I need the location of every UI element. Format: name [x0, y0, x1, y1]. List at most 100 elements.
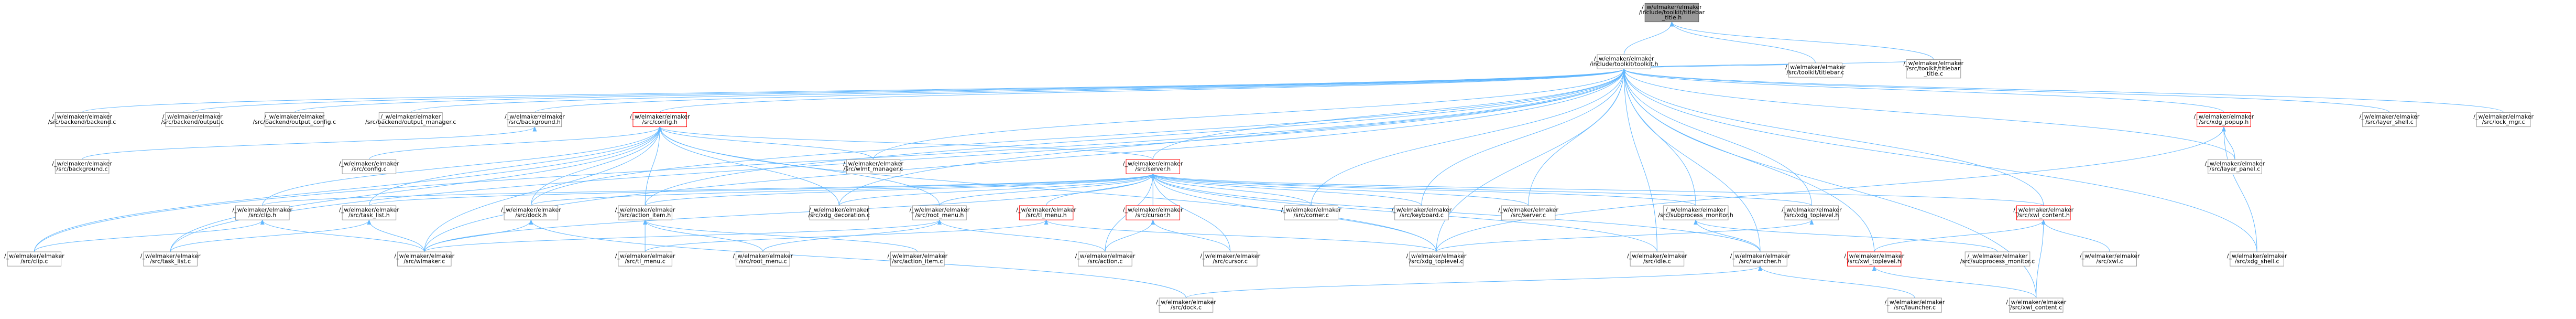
- edge-dock_c-to-launcher_h: [1185, 265, 1762, 299]
- node-label-line: /_w/elmaker/elmaker: [1594, 56, 1654, 62]
- edge-wlmaker_c-to-dock_h: [424, 219, 533, 252]
- graph-node-cursor-c[interactable]: /_w/elmaker/elmaker/src/cursor.c: [1200, 251, 1261, 267]
- graph-node-output-c[interactable]: /_w/elmaker/elmaker/src/backend/output.c: [161, 112, 224, 127]
- node-box: [1284, 205, 1339, 220]
- graph-node-xwl-content-c[interactable]: /_w/elmaker/elmaker/src/xwl_content.c: [2006, 297, 2067, 313]
- edge-action_item_h-to-config_h: [645, 126, 662, 206]
- graph-node-focus[interactable]: /_w/elmaker/elmaker/include/toolkit/titl…: [1639, 3, 1705, 23]
- graph-node-clip-h[interactable]: /_w/elmaker/elmaker/src/clip.h: [232, 205, 293, 220]
- edge-dock_h-to-server_h: [530, 173, 1155, 206]
- graph-node-dock-c[interactable]: /_w/elmaker/elmaker/src/dock.c: [1156, 297, 1216, 313]
- node-box: [1597, 54, 1651, 69]
- graph-node-wlr-manager-c[interactable]: /_w/elmaker/elmaker/src/wlmt_manager.c: [843, 159, 903, 174]
- graph-node-dock-h[interactable]: /_w/elmaker/elmaker/src/dock.h: [501, 205, 561, 220]
- graph-node-tk-titlebar-c[interactable]: /_w/elmaker/elmaker/src/toolkit/titlebar…: [1785, 62, 1846, 78]
- nodes-layer: /_w/elmaker/elmaker/include/toolkit/titl…: [4, 3, 2534, 313]
- edge-root_menu_h-to-server_h: [939, 173, 1155, 206]
- node-box: [1784, 205, 1839, 220]
- graph-node-toolkit-h[interactable]: /_w/elmaker/elmaker/include/toolkit/tool…: [1590, 54, 1658, 69]
- graph-node-keyboard-c[interactable]: /_w/elmaker/elmaker/src/keyboard.c: [1392, 205, 1452, 220]
- node-box: [1663, 205, 1729, 220]
- edge-wlmaker_c-to-clip_h: [260, 219, 425, 252]
- node-box: [342, 205, 397, 220]
- edge-wlmaker_c-to-toolkit_h: [424, 68, 1627, 252]
- node-box: [265, 112, 324, 127]
- edge-launcher_h-to-subprocess_monitor_h: [1694, 219, 1761, 252]
- graph-node-root-menu-c[interactable]: /_w/elmaker/elmaker/src/root_menu.c: [733, 251, 793, 267]
- node-label-line: /src/backend/output_manager.c: [365, 119, 456, 125]
- node-box: [1733, 251, 1787, 267]
- graph-node-corner-c[interactable]: /_w/elmaker/elmaker/src/corner.c: [1281, 205, 1341, 220]
- graph-node-idle-c[interactable]: /_w/elmaker/elmaker/src/idle.c: [1627, 251, 1687, 267]
- graph-node-subprocess-monitor-c[interactable]: /_w/elmaker/elmaker/src/subprocess_monit…: [1960, 251, 2035, 267]
- edge-server_c-to-toolkit_h: [1528, 68, 1627, 206]
- node-box: [2082, 251, 2137, 267]
- node-label-line: _title.c: [1924, 70, 1944, 77]
- graph-node-background-h[interactable]: /_w/elmaker/elmaker/src/background.h: [505, 112, 565, 127]
- node-label-line: /src/corner.c: [1294, 212, 1329, 219]
- graph-node-cursor-h[interactable]: /_w/elmaker/elmaker/src/cursor.h: [1123, 205, 1183, 220]
- graph-node-xwl-toplevel-h[interactable]: /_w/elmaker/elmaker/src/xwl_toplevel.h: [1844, 251, 1905, 267]
- edge-background_c-to-background_h: [82, 126, 537, 160]
- graph-node-backend-h[interactable]: /_w/elmaker/elmaker/src/backend/backend.…: [48, 112, 116, 127]
- graph-node-background-c[interactable]: /_w/elmaker/elmaker/src/background.c: [52, 159, 112, 174]
- edge-config_h-to-toolkit_h: [659, 68, 1626, 113]
- node-label-line: /_w/elmaker/elmaker: [162, 113, 223, 120]
- node-box: [397, 251, 452, 267]
- node-label-line: /_w/elmaker/elmaker: [52, 113, 112, 120]
- node-label-line: /src/root_menu.c: [739, 258, 787, 265]
- node-label-line: /src/layer_panel.c: [2210, 166, 2261, 173]
- graph-node-xdg-toplevel-h[interactable]: /_w/elmaker/elmaker/src/xdg_toplevel.h: [1782, 205, 1842, 220]
- graph-node-task-list-h[interactable]: /_w/elmaker/elmaker/src/task_list.h: [339, 205, 399, 220]
- node-box: [846, 159, 901, 174]
- graph-node-launcher-c[interactable]: /_w/elmaker/elmaker/src/launcher.c: [1885, 297, 1945, 313]
- node-label-line: /_w/elmaker/elmaker: [4, 253, 64, 260]
- graph-node-xdg-toplevel-c[interactable]: /_w/elmaker/elmaker/src/xdg_toplevel.c: [1406, 251, 1467, 267]
- graph-node-action-item-c[interactable]: /_w/elmaker/elmaker/src/action_item.c: [887, 251, 948, 267]
- graph-node-subprocess-monitor-h[interactable]: /_w/elmaker/elmaker/src/subprocess_monit…: [1658, 205, 1733, 220]
- node-label-line: /_w/elmaker/elmaker: [1844, 253, 1904, 260]
- graph-node-output-config-c[interactable]: /_w/elmaker/elmaker/src/backend/output_c…: [253, 112, 336, 127]
- graph-node-xwl-c[interactable]: /_w/elmaker/elmaker/src/xwl.c: [2080, 251, 2140, 267]
- graph-node-layer-panel-c[interactable]: /_w/elmaker/elmaker/src/layer_panel.c: [2205, 159, 2265, 174]
- graph-node-action-item-h[interactable]: /_w/elmaker/elmaker/src/action_item.h: [615, 205, 675, 220]
- graph-node-launcher-h[interactable]: /_w/elmaker/elmaker/src/launcher.h: [1730, 251, 1791, 267]
- edge-output_manager_c-to-toolkit_h: [410, 68, 1626, 113]
- graph-node-xwl-content-h[interactable]: /_w/elmaker/elmaker/src/xwl_content.h: [2013, 205, 2074, 220]
- graph-node-wlmaker-c[interactable]: /_w/elmaker/elmaker/src/wlmaker.c: [394, 251, 455, 267]
- edge-output_config_c-to-toolkit_h: [294, 68, 1626, 113]
- node-box: [378, 112, 443, 127]
- node-label-line: /_w/elmaker/elmaker: [2360, 113, 2420, 120]
- graph-node-xdg-shell-c[interactable]: /_w/elmaker/elmaker/src/xdg_shell.c: [2227, 251, 2287, 267]
- node-label-line: /_w/elmaker/elmaker: [615, 207, 675, 214]
- graph-node-config-h[interactable]: /_w/elmaker/elmaker/src/config.h: [630, 112, 690, 127]
- graph-node-task-list-c[interactable]: /_w/elmaker/elmaker/src/task_list.c: [140, 251, 201, 267]
- graph-node-lock-mgr-c[interactable]: /_w/elmaker/elmaker/src/lock_mgr.c: [2473, 112, 2534, 127]
- node-label-line: /src/dock.c: [1171, 304, 1202, 311]
- graph-node-root-menu-h[interactable]: /_w/elmaker/elmaker/src/root_menu.h: [910, 205, 970, 220]
- graph-node-layer-shell-c[interactable]: /_w/elmaker/elmaker/src/layer_shell.c: [2360, 112, 2420, 127]
- graph-node-tl-menu-c[interactable]: /_w/elmaker/elmaker/src/tl_menu.c: [615, 251, 675, 267]
- edge-wlmaker_c-to-task_list_h: [367, 219, 425, 252]
- graph-node-output-manager-c[interactable]: /_w/elmaker/elmaker/src/backend/output_m…: [365, 112, 456, 127]
- node-box: [1394, 205, 1449, 220]
- graph-node-xdg-popup-h[interactable]: /_w/elmaker/elmaker/src/xdg_popup.h: [2194, 112, 2254, 127]
- graph-node-server-c[interactable]: /_w/elmaker/elmaker/src/server.c: [1498, 205, 1558, 220]
- node-label-line: /_w/elmaker/elmaker: [2080, 253, 2140, 260]
- graph-node-xdg-decoration-c[interactable]: /_w/elmaker/elmaker/src/xdg_decoration.c: [808, 205, 870, 220]
- edge-tk_titlebar_title_c-to-toolkit_h: [1622, 59, 1934, 70]
- edge-keyboard_c-to-toolkit_h: [1421, 68, 1627, 206]
- graph-node-server-h[interactable]: /_w/elmaker/elmaker/src/server.h: [1123, 159, 1183, 174]
- node-box: [632, 112, 687, 127]
- graph-node-tk-titlebar-title-c[interactable]: /_w/elmaker/elmaker/src/toolkit/titlebar…: [1903, 59, 1964, 79]
- node-box: [143, 251, 198, 267]
- edge-subprocess_monitor_c-to-subprocess_monitor_h: [1694, 219, 1998, 252]
- node-label-line: /_w/elmaker/elmaker: [2013, 207, 2073, 214]
- graph-node-config-c[interactable]: /_w/elmaker/elmaker/src/config.c: [339, 159, 399, 174]
- graph-node-action-c[interactable]: /_w/elmaker/elmaker/src/action.c: [1075, 251, 1136, 267]
- edge-wlr_manager_c-to-config_h: [658, 126, 874, 160]
- graph-node-tl-menu-h[interactable]: /_w/elmaker/elmaker/src/tl_menu.h: [1016, 205, 1076, 220]
- node-label-line: /_w/elmaker/elmaker: [394, 253, 454, 260]
- graph-node-clip-c[interactable]: /_w/elmaker/elmaker/src/clip.c: [4, 251, 64, 267]
